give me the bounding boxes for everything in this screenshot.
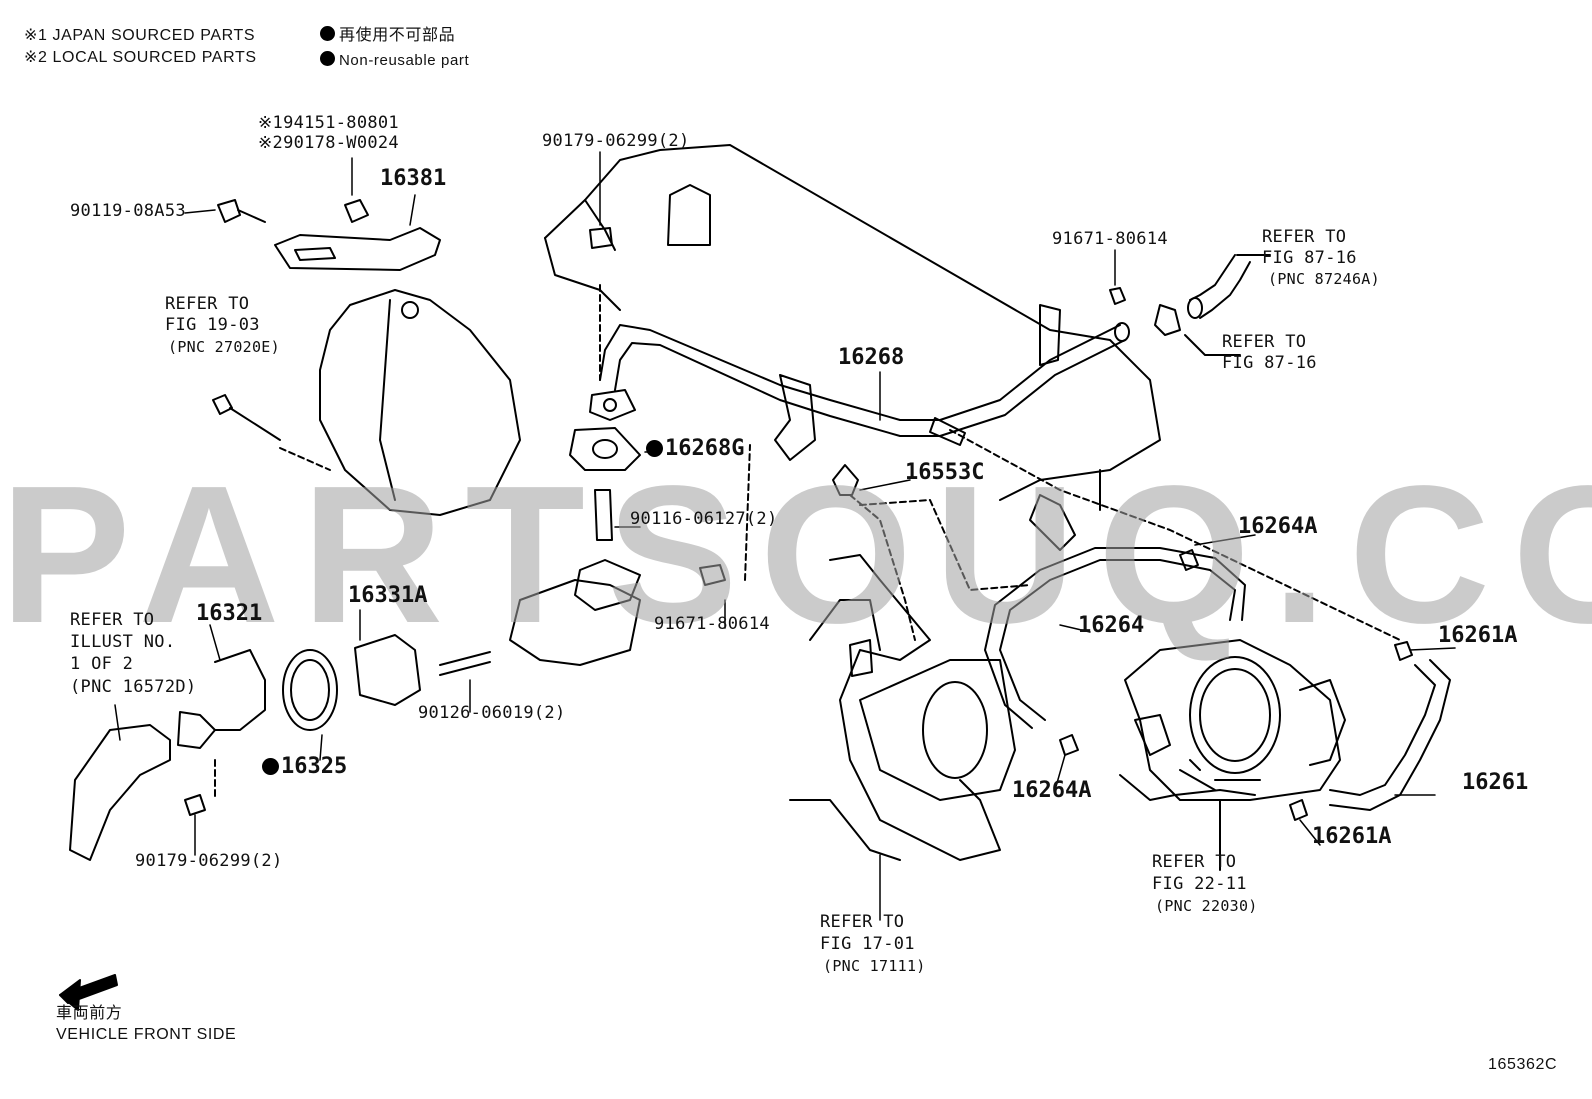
refer-1903-line3[interactable]: (PNC 27020E) bbox=[168, 338, 280, 356]
refer-illust-line3[interactable]: 1 OF 2 bbox=[70, 654, 134, 674]
refer-2211-line1[interactable]: REFER TO bbox=[1152, 852, 1237, 872]
nonreusable-dot-icon bbox=[646, 440, 663, 457]
label-16264[interactable]: 16264 bbox=[1078, 613, 1145, 638]
label-16321[interactable]: 16321 bbox=[196, 601, 263, 626]
refer-illust-line1[interactable]: REFER TO bbox=[70, 610, 155, 630]
label-90179-06299-top[interactable]: 90179-06299(2) bbox=[542, 131, 690, 151]
vehicle-front-en: VEHICLE FRONT SIDE bbox=[56, 1026, 237, 1043]
legend-nonreusable-jp-text: 再使用不可部品 bbox=[339, 27, 456, 44]
refer-1903-line2[interactable]: FIG 19-03 bbox=[165, 315, 260, 335]
refer-illust-line4[interactable]: (PNC 16572D) bbox=[70, 677, 197, 697]
nonreusable-dot-icon bbox=[320, 26, 335, 41]
label-16325[interactable]: 16325 bbox=[262, 756, 347, 778]
legend-nonreusable-en-text: Non-reusable part bbox=[339, 52, 470, 69]
vehicle-front-jp: 車両前方 bbox=[56, 1005, 123, 1022]
legend-note-2: ※2 LOCAL SOURCED PARTS bbox=[24, 49, 257, 66]
label-16331a[interactable]: 16331A bbox=[348, 583, 428, 608]
refer-1701-line2[interactable]: FIG 17-01 bbox=[820, 934, 915, 954]
legend-nonreusable-en: Non-reusable part bbox=[320, 50, 469, 72]
label-194151-80801[interactable]: ※194151-80801 bbox=[258, 113, 399, 133]
intake-manifold-drawing bbox=[789, 464, 1016, 861]
throttle-body-drawing bbox=[1124, 639, 1346, 871]
label-16264a-top[interactable]: 16264A bbox=[1238, 514, 1318, 539]
refer-1701-line1[interactable]: REFER TO bbox=[820, 912, 905, 932]
legend-note-1: ※1 JAPAN SOURCED PARTS bbox=[24, 27, 256, 44]
label-91671-80614-mid[interactable]: 91671-80614 bbox=[654, 614, 770, 634]
label-90179-06299-bottom[interactable]: 90179-06299(2) bbox=[135, 851, 283, 871]
label-16268g[interactable]: 16268G bbox=[646, 438, 744, 460]
label-16264a-bottom[interactable]: 16264A bbox=[1012, 778, 1092, 803]
label-16268g-text: 16268G bbox=[665, 436, 745, 461]
label-91671-80614-top[interactable]: 91671-80614 bbox=[1052, 229, 1168, 249]
upper-right-hoses-drawing bbox=[1109, 254, 1271, 356]
refer-1903-line1[interactable]: REFER TO bbox=[165, 294, 250, 314]
hoses-drawing bbox=[859, 429, 1451, 821]
label-16268[interactable]: 16268 bbox=[838, 345, 905, 370]
refer-87246a-line2[interactable]: FIG 87-16 bbox=[1262, 248, 1357, 268]
refer-87246a-line1[interactable]: REFER TO bbox=[1262, 227, 1347, 247]
label-16261[interactable]: 16261 bbox=[1462, 770, 1529, 795]
label-290178-w0024[interactable]: ※290178-W0024 bbox=[258, 133, 399, 153]
thermostat-drawing bbox=[69, 227, 751, 861]
watermark: PARTSOUQ.COM bbox=[0, 445, 1592, 664]
figure-code: 165362C bbox=[1488, 1056, 1558, 1073]
pipe-16268-drawing bbox=[589, 304, 1130, 461]
label-90126-06019[interactable]: 90126-06019(2) bbox=[418, 703, 566, 723]
vehicle-front-arrow bbox=[59, 974, 118, 1011]
engine-head-drawing bbox=[544, 144, 1161, 551]
refer-2211-line3[interactable]: (PNC 22030) bbox=[1155, 897, 1258, 915]
refer-8716-line2[interactable]: FIG 87-16 bbox=[1222, 353, 1317, 373]
refer-1701-line3[interactable]: (PNC 17111) bbox=[823, 957, 926, 975]
label-16381[interactable]: 16381 bbox=[380, 166, 447, 191]
label-90116-06127[interactable]: 90116-06127(2) bbox=[630, 509, 778, 529]
label-90119-08a53[interactable]: 90119-08A53 bbox=[70, 201, 186, 221]
label-16261a-top[interactable]: 16261A bbox=[1438, 623, 1518, 648]
label-16325-text: 16325 bbox=[281, 754, 348, 779]
refer-87246a-line3[interactable]: (PNC 87246A) bbox=[1268, 270, 1380, 288]
refer-2211-line2[interactable]: FIG 22-11 bbox=[1152, 874, 1247, 894]
alternator-drawing bbox=[212, 199, 521, 516]
nonreusable-dot-icon bbox=[320, 51, 335, 66]
refer-illust-line2[interactable]: ILLUST NO. bbox=[70, 632, 176, 652]
legend-nonreusable-jp: 再使用不可部品 bbox=[320, 25, 455, 47]
leader-lines bbox=[114, 151, 1456, 921]
label-16261a-bottom[interactable]: 16261A bbox=[1312, 824, 1392, 849]
label-16553c[interactable]: 16553C bbox=[905, 460, 985, 485]
refer-8716-line1[interactable]: REFER TO bbox=[1222, 332, 1307, 352]
nonreusable-dot-icon bbox=[262, 758, 279, 775]
